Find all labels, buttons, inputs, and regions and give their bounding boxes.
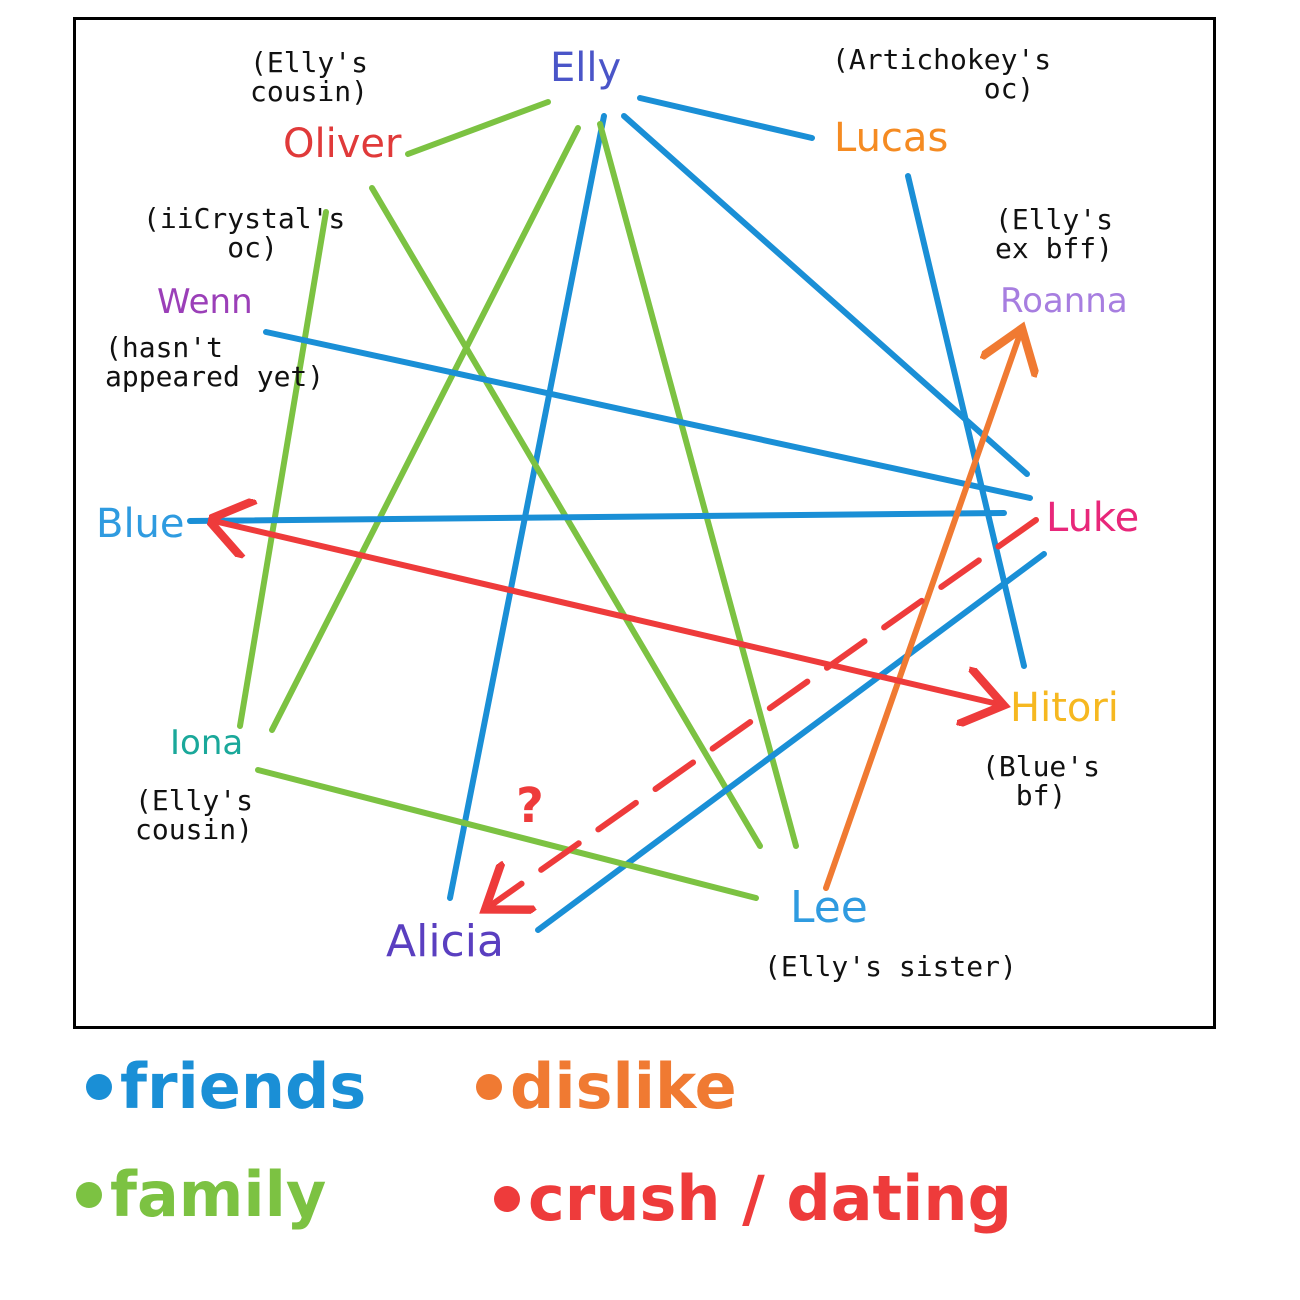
note-wenn-creator: (iiCrystal's oc) [143, 202, 346, 265]
edge-wenn-luke [263, 329, 1033, 501]
edge-luke-alicia-crush [490, 517, 1039, 906]
note-roanna: (Elly's ex bff) [995, 203, 1114, 266]
node-blue: Blue [96, 501, 185, 547]
edge-blue-hitori [214, 521, 998, 704]
legend-crush: crush / dating [494, 1162, 1012, 1235]
node-roanna: Roanna [1000, 281, 1128, 321]
edge-iona-lee [255, 767, 759, 901]
node-elly: Elly [550, 45, 622, 91]
note-hitori: (Blue's bf) [982, 750, 1101, 813]
node-lee: Lee [790, 882, 868, 933]
legend-label-family: family [110, 1158, 327, 1231]
edge-blue-luke [187, 510, 1007, 524]
legend-label-crush: crush / dating [528, 1162, 1012, 1235]
node-iona: Iona [170, 723, 244, 763]
legend-dislike: dislike [476, 1050, 737, 1123]
edge-luke-alicia [535, 551, 1047, 933]
node-lucas: Lucas [834, 115, 949, 161]
node-alicia: Alicia [386, 916, 504, 967]
edge-elly-lucas [637, 95, 815, 141]
legend-dot-friends [86, 1073, 112, 1100]
legend-dot-family [76, 1181, 102, 1208]
edge-elly-luke [621, 113, 1030, 477]
note-lucas: (Artichokey's oc) [832, 43, 1052, 106]
note-oliver: (Elly's cousin) [250, 46, 369, 109]
legend-label-dislike: dislike [510, 1050, 737, 1123]
node-hitori: Hitori [1010, 685, 1119, 731]
diagram-frame [73, 17, 1216, 1029]
node-oliver: Oliver [283, 121, 402, 167]
note-iona: (Elly's cousin) [135, 784, 254, 847]
legend-friends: friends [86, 1050, 366, 1123]
legend-dot-dislike [476, 1073, 502, 1100]
node-wenn: Wenn [157, 282, 253, 322]
edge-elly-oliver [405, 99, 551, 157]
legend-label-friends: friends [120, 1050, 367, 1123]
note-wenn: (hasn't appeared yet) [105, 331, 325, 394]
question-mark: ? [516, 778, 544, 834]
legend-dot-crush [494, 1185, 520, 1212]
node-luke: Luke [1046, 495, 1140, 541]
note-lee: (Elly's sister) [764, 950, 1017, 983]
legend-family: family [76, 1158, 326, 1231]
